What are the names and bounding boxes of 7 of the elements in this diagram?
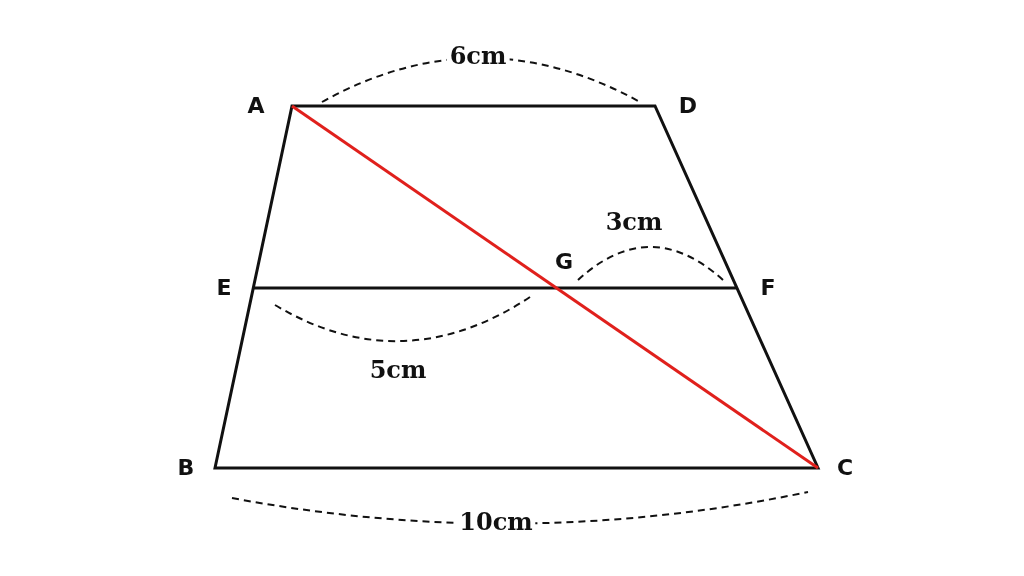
point-label: E — [216, 277, 232, 299]
point-label: G — [554, 251, 574, 273]
point-label: C — [836, 457, 854, 479]
point-label: B — [177, 457, 195, 479]
point-label: D — [678, 95, 698, 117]
point-label: A — [247, 95, 265, 117]
point-label: F — [760, 277, 776, 299]
